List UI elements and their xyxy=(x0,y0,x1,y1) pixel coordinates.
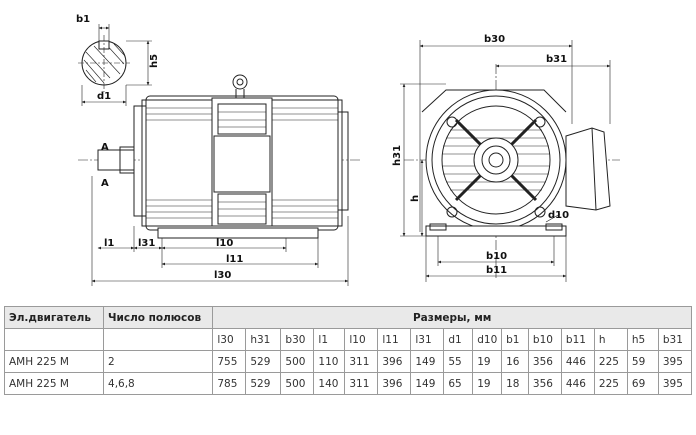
col-header-dimensions: Размеры, мм xyxy=(212,306,692,329)
table-row: АМН 225 М 4,6,8 785 529 500 140 311 396 … xyxy=(3,372,693,395)
table-row: АМН 225 М 2 755 529 500 110 311 396 149 … xyxy=(3,350,693,373)
motor-cell: АМН 225 М xyxy=(3,350,105,373)
dim-header: b11 xyxy=(560,328,595,351)
value-cell: 19 xyxy=(472,372,503,395)
empty-cell xyxy=(3,328,105,351)
motor-front-view xyxy=(400,40,620,282)
value-cell: 225 xyxy=(593,350,628,373)
col-header-motor: Эл.двигатель xyxy=(3,306,105,329)
dim-header: h5 xyxy=(626,328,659,351)
dim-label-b30: b30 xyxy=(484,34,505,45)
dim-header: l10 xyxy=(344,328,379,351)
motor-side-view xyxy=(78,74,362,286)
dim-header-row: l30 h31 b30 l1 l10 l11 l31 d1 d10 b1 b10… xyxy=(3,328,693,351)
dim-label-b31: b31 xyxy=(546,54,567,65)
dim-header: l11 xyxy=(377,328,412,351)
dim-header: l1 xyxy=(313,328,346,351)
value-cell: 446 xyxy=(560,372,595,395)
dimensions-table: Эл.двигатель Число полюсов Размеры, мм l… xyxy=(3,306,693,395)
value-cell: 311 xyxy=(344,372,379,395)
value-cell: 755 xyxy=(212,350,247,373)
dim-label-d10: d10 xyxy=(548,210,569,221)
value-cell: 785 xyxy=(212,372,247,395)
dim-label-h31: h31 xyxy=(392,145,403,166)
col-header-poles: Число полюсов xyxy=(103,306,214,329)
dim-header: d10 xyxy=(472,328,503,351)
value-cell: 395 xyxy=(657,372,693,395)
value-cell: 16 xyxy=(501,350,529,373)
value-cell: 500 xyxy=(280,350,315,373)
value-cell: 69 xyxy=(626,372,659,395)
value-cell: 18 xyxy=(501,372,529,395)
value-cell: 529 xyxy=(245,372,282,395)
dim-label-d1: d1 xyxy=(97,91,111,102)
value-cell: 356 xyxy=(527,350,562,373)
value-cell: 225 xyxy=(593,372,628,395)
shaft-section-view xyxy=(78,24,152,106)
value-cell: 149 xyxy=(410,350,445,373)
dim-label-l11: l11 xyxy=(226,254,243,265)
dim-header: b31 xyxy=(657,328,693,351)
dim-label-b11: b11 xyxy=(486,265,507,276)
dim-label-l1: l1 xyxy=(104,238,114,249)
empty-cell xyxy=(103,328,214,351)
value-cell: 19 xyxy=(472,350,503,373)
value-cell: 529 xyxy=(245,350,282,373)
value-cell: 396 xyxy=(377,372,412,395)
value-cell: 55 xyxy=(443,350,474,373)
value-cell: 500 xyxy=(280,372,315,395)
table-header-row: Эл.двигатель Число полюсов Размеры, мм xyxy=(3,306,692,329)
value-cell: 65 xyxy=(443,372,474,395)
section-mark-a-bottom: A xyxy=(101,178,109,189)
dim-header: b10 xyxy=(527,328,562,351)
dim-label-l31: l31 xyxy=(138,238,155,249)
dim-label-l10: l10 xyxy=(216,238,233,249)
value-cell: 395 xyxy=(657,350,693,373)
section-mark-a-top: A xyxy=(101,142,109,153)
dim-header: h xyxy=(593,328,628,351)
dim-label-b1: b1 xyxy=(76,14,90,25)
poles-cell: 2 xyxy=(103,350,214,373)
value-cell: 149 xyxy=(410,372,445,395)
dim-label-h: h xyxy=(410,195,421,202)
poles-cell: 4,6,8 xyxy=(103,372,214,395)
value-cell: 356 xyxy=(527,372,562,395)
value-cell: 59 xyxy=(626,350,659,373)
value-cell: 110 xyxy=(313,350,346,373)
dim-header: d1 xyxy=(443,328,474,351)
dim-header: h31 xyxy=(245,328,282,351)
dim-label-l30: l30 xyxy=(214,270,231,281)
motor-cell: АМН 225 М xyxy=(3,372,105,395)
value-cell: 311 xyxy=(344,350,379,373)
dim-header: l30 xyxy=(212,328,247,351)
dim-header: b30 xyxy=(280,328,315,351)
value-cell: 140 xyxy=(313,372,346,395)
dim-header: l31 xyxy=(410,328,445,351)
dim-label-h5: h5 xyxy=(149,54,160,68)
value-cell: 396 xyxy=(377,350,412,373)
dim-label-b10: b10 xyxy=(486,251,507,262)
value-cell: 446 xyxy=(560,350,595,373)
dim-header: b1 xyxy=(501,328,529,351)
motor-technical-drawing: b1 h5 d1 xyxy=(76,14,620,286)
